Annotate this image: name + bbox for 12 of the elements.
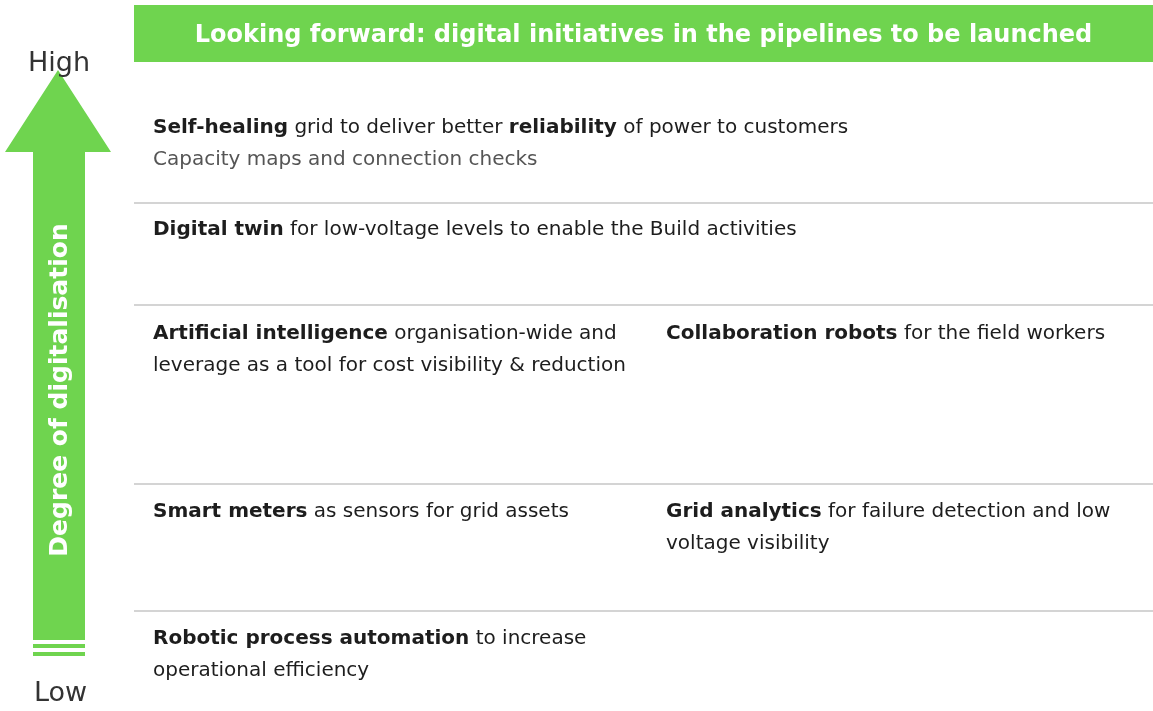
axis-label: Low (34, 676, 88, 707)
initiative-text: Digital twin for low-voltage levels to enable the Build activities (153, 215, 798, 242)
title-banner: Looking forward: digital initiatives in the pipelines to be launched (134, 5, 1153, 62)
initiative-text: Artificial intelligence organisation-wide and leverage as a tool for cost visibility & reduction (153, 319, 627, 378)
axis-label: High (28, 46, 91, 77)
initiative-text: Self-healing grid to deliver better reliability of power to customers (153, 113, 850, 140)
initiative-text: Collaboration robots for the field workers (666, 319, 1107, 346)
initiative-text: Grid analytics for failure detection and low voltage visibility (666, 497, 1112, 556)
initiative-text: Robotic process automation to increase operational efficiency (153, 624, 588, 683)
initiative-text: Capacity maps and connection checks (153, 145, 539, 172)
initiative-text: Smart meters as sensors for grid assets (153, 497, 570, 524)
axis-title: Degree of digitalisation (43, 223, 73, 557)
